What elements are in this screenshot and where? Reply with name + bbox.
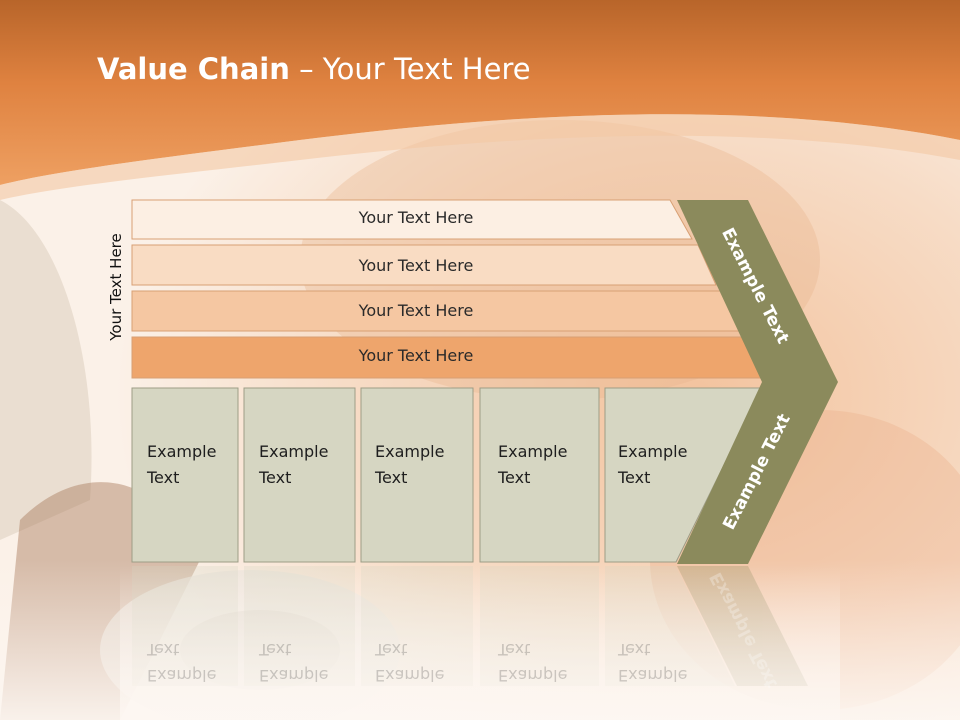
column-label-2-line2: Text	[259, 468, 292, 487]
column-box-5	[604, 387, 763, 563]
title-rest: – Your Text Here	[289, 52, 531, 86]
column-label-3-line1: Example	[375, 442, 445, 461]
column-label-2: Example Text	[259, 439, 349, 491]
chevron-arrow	[677, 200, 838, 564]
row-label-3: Your Text Here	[358, 301, 474, 320]
column-box-4	[479, 387, 600, 563]
slide-title: Value Chain – Your Text Here	[97, 52, 531, 86]
title-bold: Value Chain	[97, 52, 290, 86]
column-box-2	[243, 387, 356, 563]
column-label-3-line2: Text	[375, 468, 408, 487]
column-label-1-line1: Example	[147, 442, 217, 461]
column-box-1	[131, 387, 239, 563]
row-bar-2	[131, 244, 717, 286]
row-label-2: Your Text Here	[358, 256, 474, 275]
column-box-3	[360, 387, 474, 563]
column-label-1: Example Text	[147, 439, 237, 491]
column-label-3: Example Text	[375, 439, 465, 491]
row-bar-1	[131, 199, 693, 240]
column-label-4-line1: Example	[498, 442, 568, 461]
column-label-4: Example Text	[498, 439, 588, 491]
column-label-5: Example Text	[618, 439, 708, 491]
column-label-4-line2: Text	[498, 468, 531, 487]
column-label-5-line2: Text	[618, 468, 651, 487]
column-label-5-line1: Example	[618, 442, 688, 461]
row-label-4: Your Text Here	[358, 346, 474, 365]
column-label-1-line2: Text	[147, 468, 180, 487]
row-label-1: Your Text Here	[358, 208, 474, 227]
column-label-2-line1: Example	[259, 442, 329, 461]
